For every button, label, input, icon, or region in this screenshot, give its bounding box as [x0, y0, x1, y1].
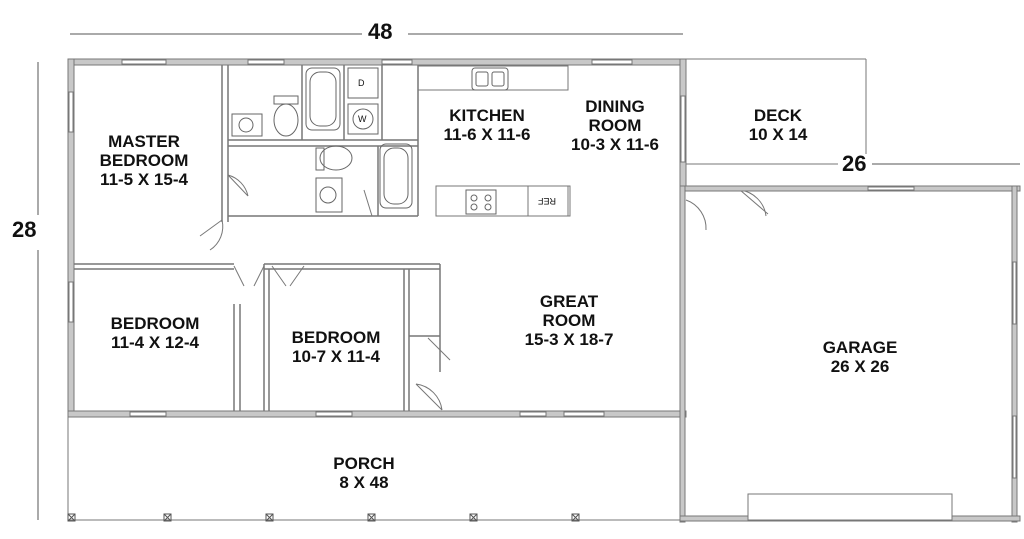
- dimension-left: 28: [8, 219, 41, 241]
- room-label-bedroom-2: BEDROOM 10-7 X 11-4: [291, 328, 381, 366]
- room-label-master-bedroom: MASTER BEDROOM 11-5 X 15-4: [99, 132, 189, 189]
- stove: [465, 189, 497, 215]
- doors: [199, 174, 769, 411]
- room-label-deck: DECK 10 X 14: [748, 106, 808, 144]
- kitchen-sink: [471, 67, 509, 91]
- washer-label: W: [358, 114, 367, 124]
- refrigerator-label: REF: [538, 196, 556, 206]
- garage-openings: [747, 186, 1017, 521]
- room-label-dining-room: DINING ROOM 10-3 X 11-6: [571, 97, 659, 154]
- dryer-label: D: [358, 78, 365, 88]
- room-label-kitchen: KITCHEN 11-6 X 11-6: [443, 106, 531, 144]
- windows: [68, 59, 686, 417]
- bath-fixtures: [231, 67, 413, 213]
- room-label-porch: PORCH 8 X 48: [333, 454, 395, 492]
- dimension-right: 26: [838, 153, 871, 175]
- interior-walls: [74, 65, 441, 411]
- dimension-top: 48: [364, 21, 397, 43]
- room-label-garage: GARAGE 26 X 26: [822, 338, 898, 376]
- deck-outline: [686, 58, 867, 165]
- room-label-great-room: GREAT ROOM 15-3 X 18-7: [524, 292, 614, 349]
- room-label-bedroom-1: BEDROOM 11-4 X 12-4: [110, 314, 200, 352]
- porch-posts: [67, 513, 580, 522]
